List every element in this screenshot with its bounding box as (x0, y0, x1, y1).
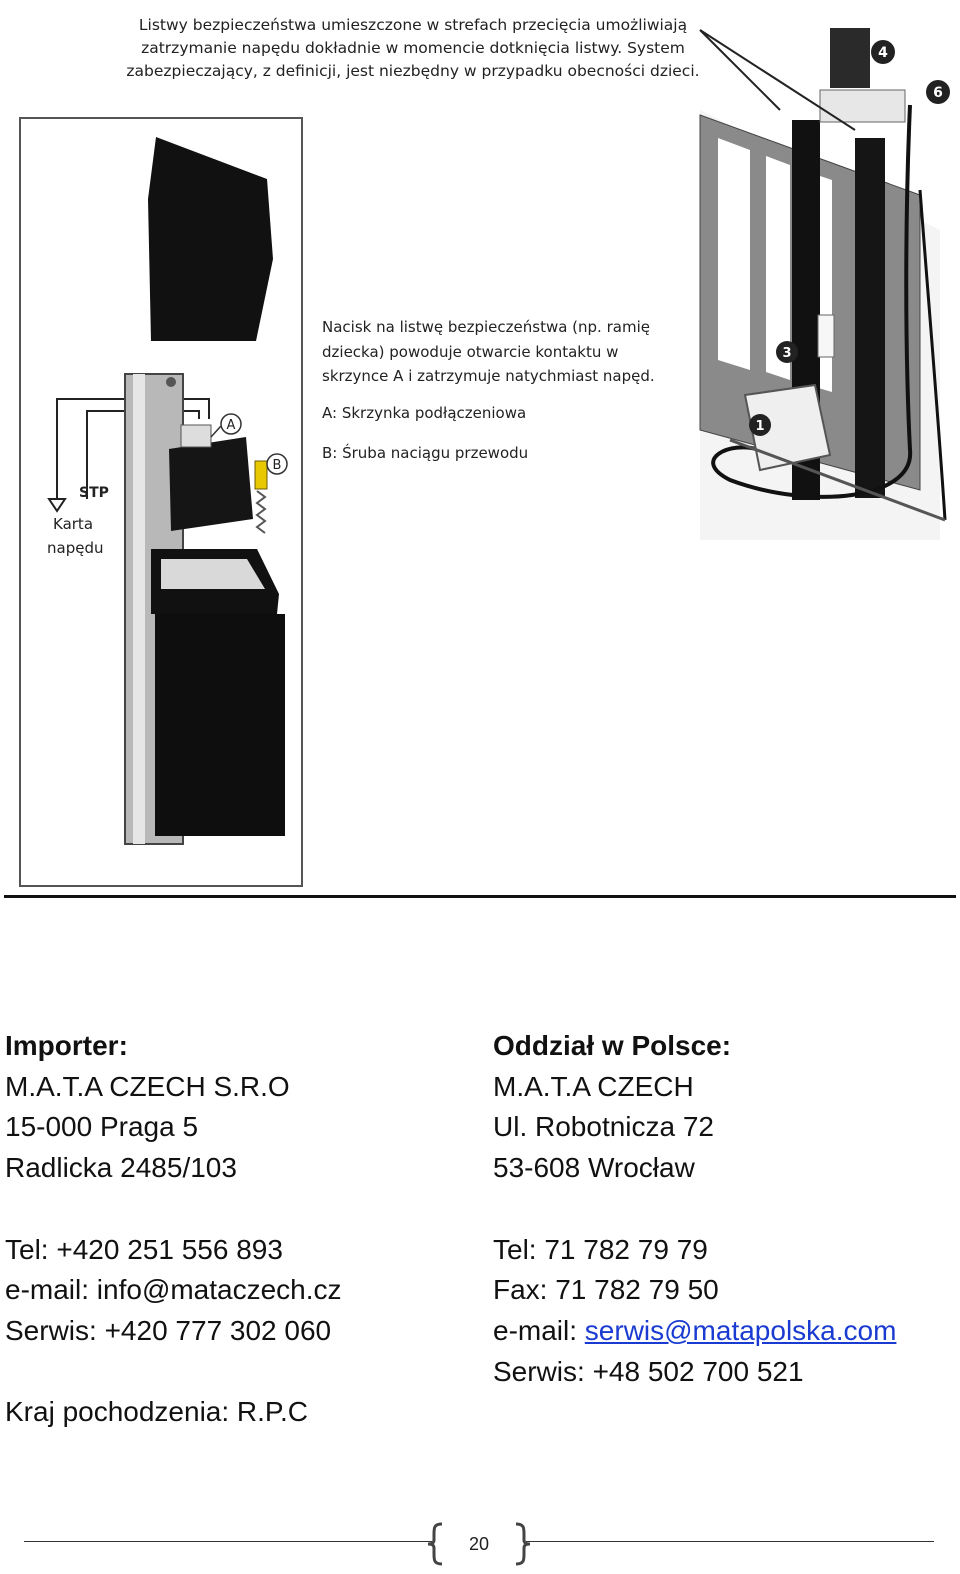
page-number-brackets (428, 1522, 530, 1566)
branch-fax: Fax: 71 782 79 50 (493, 1274, 719, 1306)
safety-edge-figure: STP Karta napędu A B (19, 117, 303, 887)
branch-company: M.A.T.A CZECH (493, 1070, 694, 1102)
branch-tel: Tel: 71 782 79 79 (493, 1233, 708, 1265)
section-divider (4, 895, 956, 898)
right-brace-icon (515, 1522, 530, 1566)
branch-address-line: Ul. Robotnicza 72 (493, 1111, 715, 1143)
marker-a: A (227, 418, 236, 433)
ground-icon (47, 498, 67, 513)
cable (711, 104, 913, 499)
caption-line: dziecka) powoduje otwarcie kontaktu w (322, 342, 619, 361)
importer-address-line: Radlicka 2485/103 (5, 1152, 237, 1184)
rail (729, 438, 946, 522)
marker-1: 1 (755, 419, 764, 434)
drive-unit (743, 383, 832, 472)
branch-email-link[interactable]: serwis@matapolska.com (584, 1314, 897, 1346)
importer-email: e-mail: info@mataczech.cz (5, 1274, 342, 1306)
top-caption-line: Listwy bezpieczeństwa umieszczone w stre… (138, 16, 688, 34)
tension-screw-b (254, 460, 268, 490)
branch-service: Serwis: +48 502 700 521 (493, 1355, 804, 1387)
left-brace-icon (428, 1522, 443, 1566)
junction-box-a (169, 437, 253, 531)
page-number: 20 (468, 1534, 490, 1554)
top-caption-line: zatrzymanie napędu dokładnie w momencie … (141, 39, 685, 57)
importer-address-line: 15-000 Praga 5 (5, 1111, 199, 1143)
beacon-mount (819, 89, 906, 123)
branch-block: Oddział w Polsce: M.A.T.A CZECH Ul. Robo… (493, 1026, 953, 1392)
legend-b: B: Śruba naciągu przewodu (322, 444, 529, 462)
marker-3: 3 (782, 346, 791, 361)
top-caption: Listwy bezpieczeństwa umieszczone w stre… (108, 14, 718, 83)
napedu-label: napędu (47, 539, 103, 557)
caption-line: Nacisk na listwę bezpieczeństwa (np. ram… (322, 318, 650, 336)
importer-company: M.A.T.A CZECH S.R.O (5, 1070, 290, 1102)
importer-service: Serwis: +420 777 302 060 (5, 1314, 332, 1346)
legend-a: A: Skrzynka podłączeniowa (322, 403, 527, 422)
figure-caption: Nacisk na listwę bezpieczeństwa (np. ram… (322, 315, 702, 466)
marker-6: 6 (933, 85, 943, 101)
karta-label: Karta (53, 515, 93, 533)
country-of-origin: Kraj pochodzenia: R.P.C (5, 1396, 308, 1428)
footer-line-left (24, 1541, 432, 1542)
footer-line-right (526, 1541, 934, 1542)
warning-lamp-icon (830, 28, 870, 88)
spring (255, 490, 267, 534)
branch-heading: Oddział w Polsce: (493, 1030, 732, 1061)
branch-email: e-mail: serwis@matapolska.com (493, 1311, 953, 1352)
safety-edge-profile (148, 137, 273, 341)
importer-heading: Importer: (5, 1030, 128, 1061)
sliding-gate-figure: 4 6 3 1 (699, 28, 950, 540)
stp-label: STP (79, 485, 109, 501)
branch-email-label: e-mail: (493, 1314, 585, 1346)
marker-b: B (273, 458, 282, 473)
marker-4: 4 (878, 45, 888, 61)
branch-address-line: 53-608 Wrocław (493, 1152, 695, 1184)
importer-tel: Tel: +420 251 556 893 (5, 1233, 283, 1265)
gate-leaf (155, 614, 285, 836)
connection-box (817, 314, 835, 358)
safety-edge-illustration: STP Karta napędu A B (47, 137, 288, 845)
importer-block: Importer: M.A.T.A CZECH S.R.O 15-000 Pra… (5, 1026, 465, 1433)
caption-line: skrzynce A i zatrzymuje natychmiast napę… (322, 367, 655, 385)
top-caption-line: zabezpieczający, z definicji, jest niezb… (126, 62, 700, 80)
